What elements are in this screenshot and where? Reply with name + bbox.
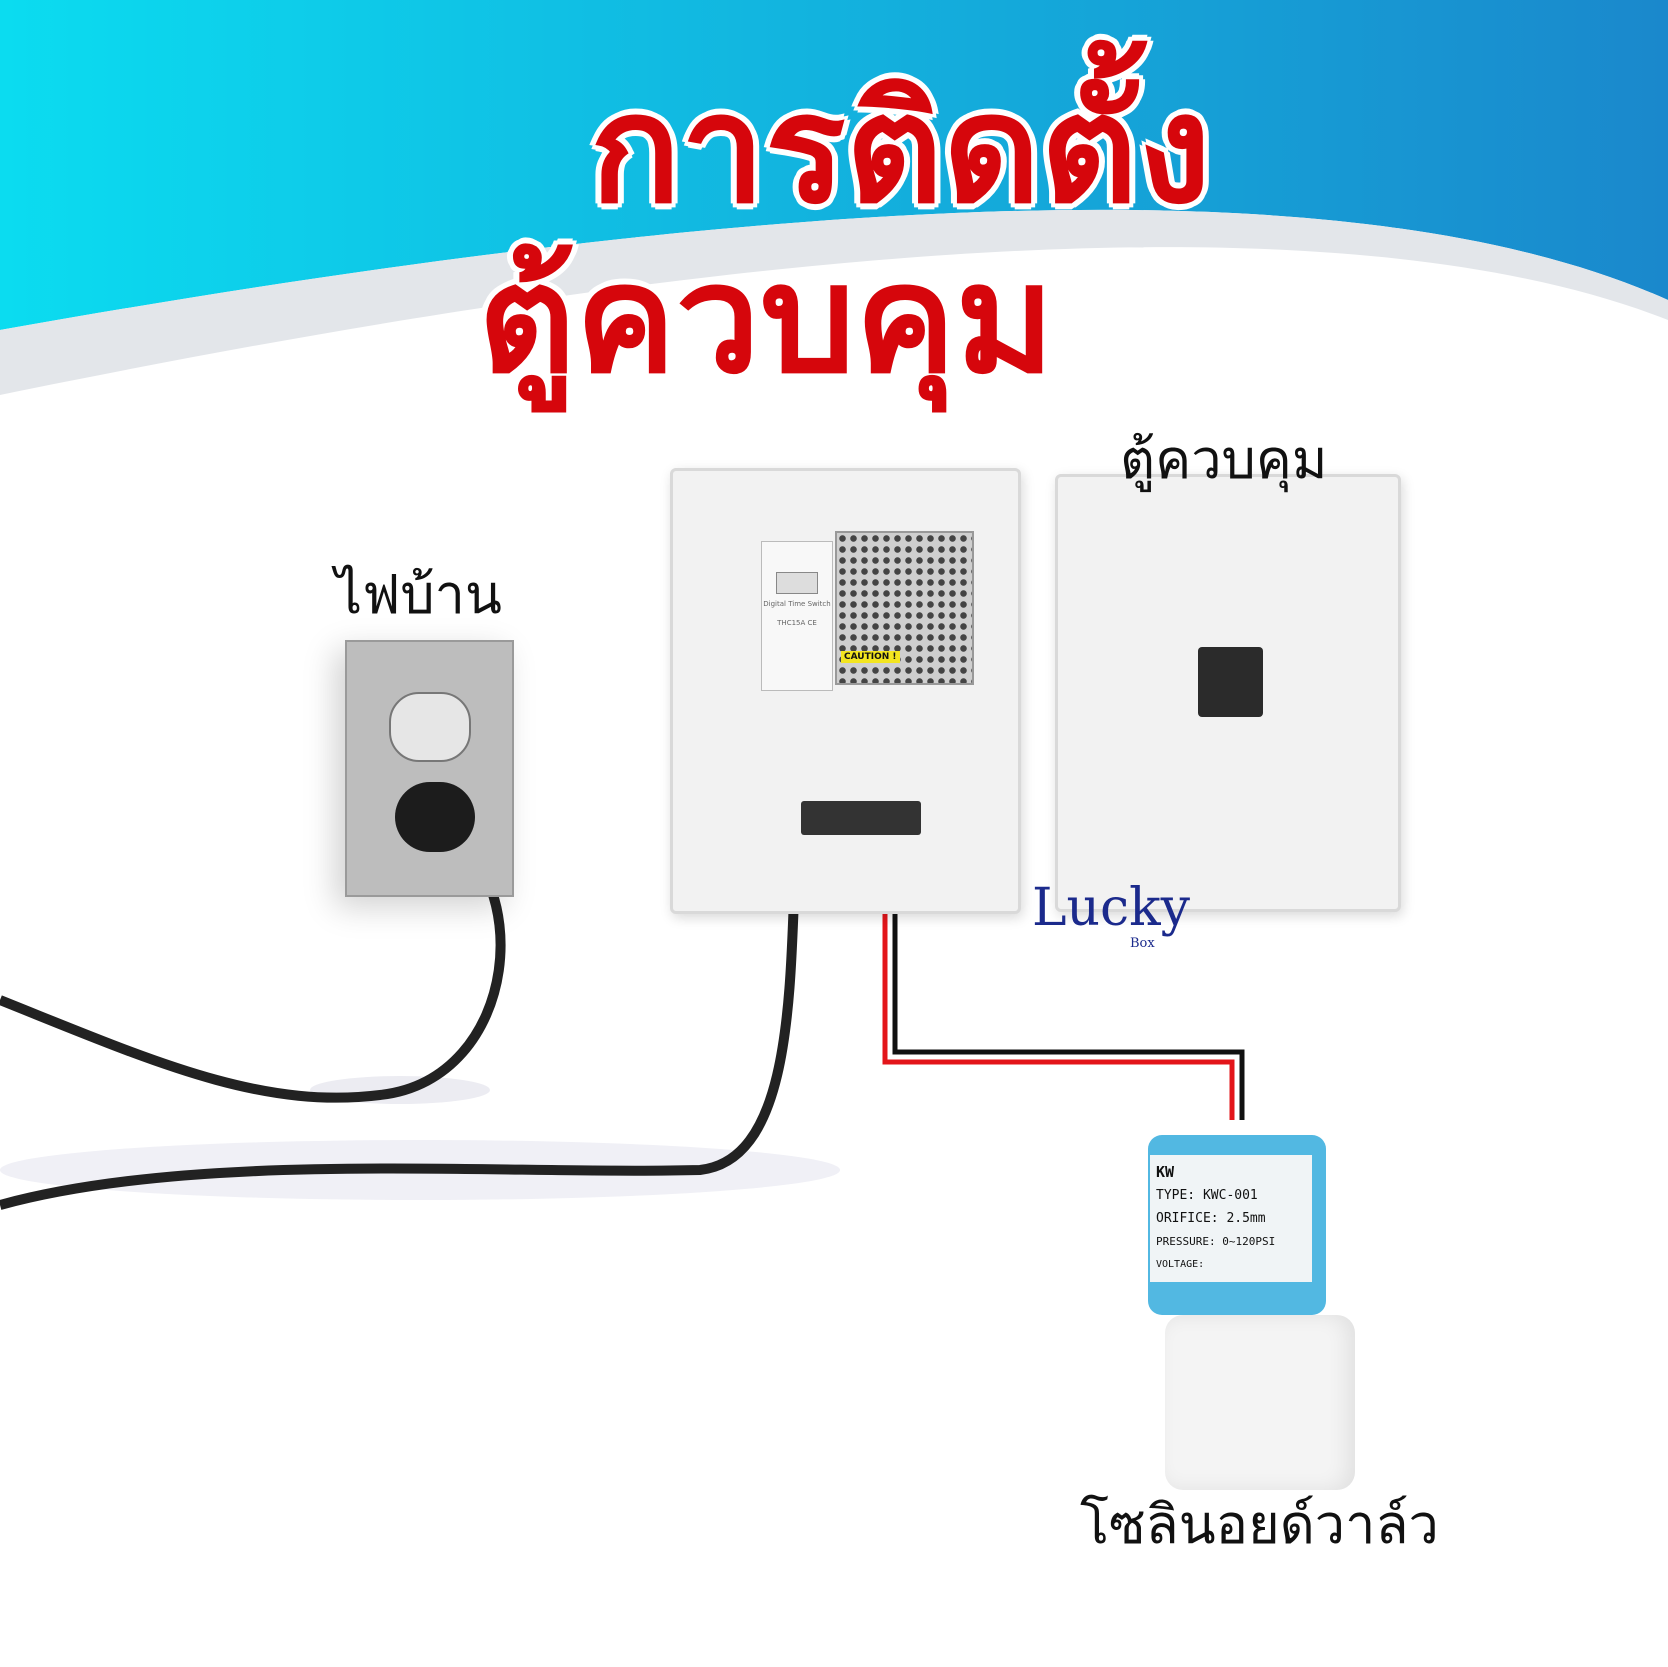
timer-name: Digital Time Switch xyxy=(763,600,831,608)
valve-pressure: PRESSURE: 0~120PSI xyxy=(1156,1235,1276,1248)
timer-model: THC15A xyxy=(777,619,806,627)
valve-orifice: ORIFICE: 2.5mm xyxy=(1156,1211,1266,1226)
terminal-block xyxy=(801,801,921,835)
timer-ce: CE xyxy=(807,619,817,627)
logo-sub: Box xyxy=(1130,936,1155,951)
power-cable-to-box xyxy=(0,869,800,1210)
contactor-switch xyxy=(1198,647,1263,717)
valve-type: TYPE: KWC-001 xyxy=(1156,1188,1258,1203)
valve-voltage: VOLTAGE: xyxy=(1156,1259,1205,1270)
power-plug xyxy=(395,782,475,852)
header-banner xyxy=(0,0,1668,330)
solenoid-valve-label: โซลินอยด์วาล์ว xyxy=(1080,1493,1439,1556)
black-wire xyxy=(892,850,1245,1120)
outlet-socket xyxy=(389,692,471,762)
control-box-base: Digital Time Switch THC15A CE CAUTION ! xyxy=(670,468,1021,914)
wall-outlet xyxy=(345,640,514,897)
red-wire xyxy=(882,850,1235,1120)
timer-display xyxy=(776,572,818,594)
title-line-1: การติดตั้ง xyxy=(590,63,1212,237)
power-cable xyxy=(0,815,506,1103)
digital-timer: Digital Time Switch THC15A CE xyxy=(761,541,833,691)
control-box-label: ตู้ควบคุม xyxy=(1120,428,1328,491)
caution-label: CAUTION ! xyxy=(841,651,900,663)
power-supply: CAUTION ! xyxy=(835,531,974,685)
valve-label: KW TYPE: KWC-001 ORIFICE: 2.5mm PRESSURE… xyxy=(1150,1155,1312,1282)
lucky-box-logo: Lucky Box xyxy=(1032,880,1190,951)
control-box-lid xyxy=(1055,474,1401,912)
title-line-2: ตู้ควบคุม xyxy=(478,233,1055,407)
solenoid-coil: KW TYPE: KWC-001 ORIFICE: 2.5mm PRESSURE… xyxy=(1148,1135,1326,1315)
banner-swoosh xyxy=(0,209,1668,395)
valve-brand: KW xyxy=(1156,1163,1175,1181)
house-power-label: ไฟบ้าน xyxy=(335,563,502,626)
valve-body xyxy=(1165,1315,1355,1490)
logo-main: Lucky xyxy=(1032,878,1191,938)
